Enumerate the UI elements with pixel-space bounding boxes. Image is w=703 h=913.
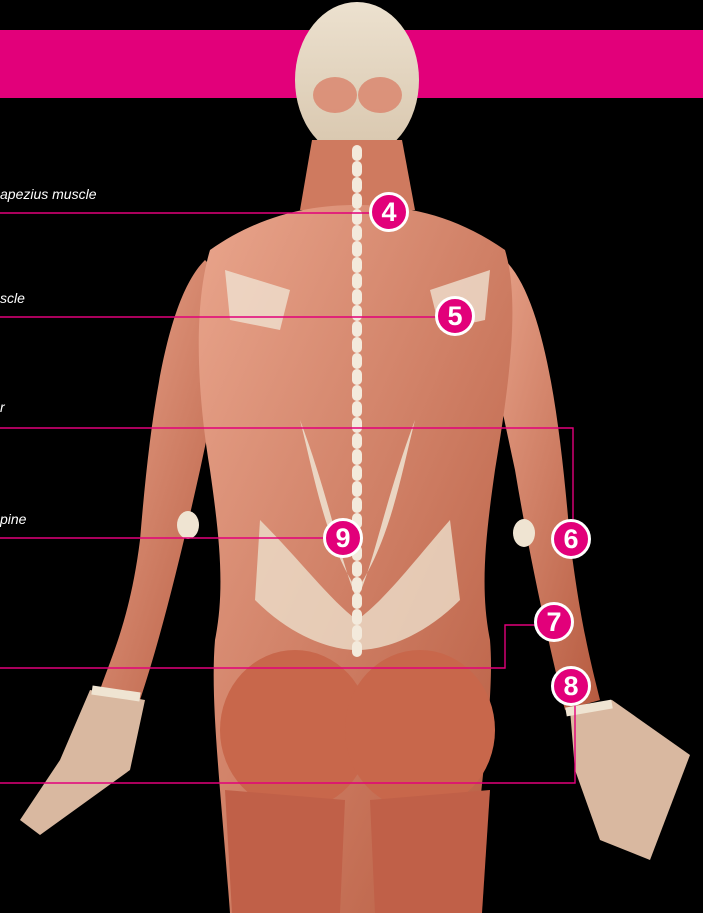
badge-9: 9 xyxy=(323,518,363,558)
right-hand xyxy=(570,700,690,860)
badge-7: 7 xyxy=(534,602,574,642)
head xyxy=(295,2,419,158)
badge-6: 6 xyxy=(551,519,591,559)
left-hand xyxy=(20,690,145,835)
right-leg xyxy=(370,790,490,913)
left-leg xyxy=(225,790,345,913)
label-deltoid: scle xyxy=(0,290,25,306)
right-glute xyxy=(345,650,495,810)
badge-4: 4 xyxy=(369,192,409,232)
label-spine: pine xyxy=(0,511,26,527)
label-triceps: r xyxy=(0,399,5,415)
badge-5: 5 xyxy=(435,296,475,336)
label-trapezius: apezius muscle xyxy=(0,186,97,202)
badge-8: 8 xyxy=(551,666,591,706)
